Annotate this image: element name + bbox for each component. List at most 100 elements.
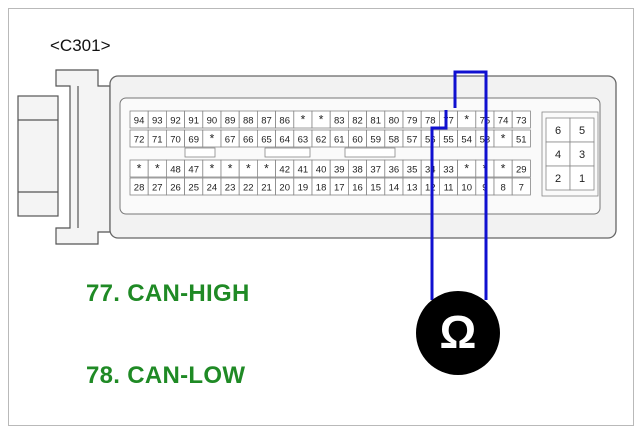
pin-label: 61 <box>334 135 345 146</box>
pin-label: 10 <box>461 183 472 194</box>
pin-label: 28 <box>134 183 145 194</box>
pin-label: * <box>464 162 469 176</box>
pin-label: 23 <box>225 183 236 194</box>
pin-label: 2 <box>555 173 561 185</box>
pin-label: 92 <box>170 116 181 127</box>
pin-cell <box>569 165 595 191</box>
connector-label: <C301> <box>50 36 111 55</box>
ohm-symbol: Ω <box>440 306 477 358</box>
pin-label: 7 <box>519 183 524 194</box>
pin-label: 65 <box>261 135 272 146</box>
pin-label: 13 <box>407 183 418 194</box>
pin-label: 87 <box>261 116 272 127</box>
pin-label: 80 <box>389 116 400 127</box>
pin-label: * <box>501 162 506 176</box>
pin-label: * <box>501 132 506 146</box>
pin-label: 3 <box>579 149 585 161</box>
pin-label: 40 <box>316 165 327 176</box>
pin-cell <box>569 141 595 167</box>
legend-can-low: 78. CAN-LOW <box>86 362 246 389</box>
pin-label: 26 <box>170 183 181 194</box>
ohmmeter-icon: Ω <box>416 291 500 375</box>
pin-label: 24 <box>207 183 218 194</box>
pin-label: 51 <box>516 135 527 146</box>
pin-label: 55 <box>443 135 454 146</box>
pin-label: 16 <box>352 183 363 194</box>
pin-label: * <box>264 162 269 176</box>
pin-label: 66 <box>243 135 254 146</box>
pin-label: 12 <box>425 183 436 194</box>
pin-label: 56 <box>425 135 436 146</box>
pin-label: 34 <box>425 165 436 176</box>
pin-label: 42 <box>279 165 290 176</box>
pin-label: 29 <box>516 165 527 176</box>
pin-label: 81 <box>370 116 381 127</box>
key-slot <box>184 147 216 158</box>
pin-label: * <box>464 113 469 127</box>
legend-can-high: 77. CAN-HIGH <box>86 280 250 307</box>
pin-label: 14 <box>389 183 400 194</box>
pin-cell <box>511 177 531 196</box>
pin-cell <box>511 129 531 148</box>
pin-label: 33 <box>443 165 454 176</box>
pin-label: 90 <box>207 116 218 127</box>
pin-label: 74 <box>498 116 509 127</box>
pin-label: 27 <box>152 183 163 194</box>
pin-label: 58 <box>389 135 400 146</box>
pin-label: 47 <box>188 165 199 176</box>
pin-label: 36 <box>389 165 400 176</box>
pin-label: 38 <box>352 165 363 176</box>
pin-label: 73 <box>516 116 527 127</box>
pin-label: 60 <box>352 135 363 146</box>
pin-label: 82 <box>352 116 363 127</box>
pin-label: 88 <box>243 116 254 127</box>
pin-label: 62 <box>316 135 327 146</box>
pin-label: 25 <box>188 183 199 194</box>
pin-label: 48 <box>170 165 181 176</box>
probe-wire-can-low <box>430 110 448 300</box>
pin-label: 67 <box>225 135 236 146</box>
pin-label: 18 <box>316 183 327 194</box>
pin-label: 59 <box>370 135 381 146</box>
pin-label: 86 <box>279 116 290 127</box>
pin-label: 71 <box>152 135 163 146</box>
pin-label: 5 <box>579 125 585 137</box>
pin-label: 17 <box>334 183 345 194</box>
pin-label: 22 <box>243 183 254 194</box>
pin-label: 72 <box>134 135 145 146</box>
pin-label: * <box>210 162 215 176</box>
pin-label: 6 <box>555 125 561 137</box>
pin-label: 70 <box>170 135 181 146</box>
pin-label: 4 <box>555 149 561 161</box>
pin-label: * <box>137 162 142 176</box>
pin-label: 11 <box>444 183 454 194</box>
pin-label: 21 <box>261 183 272 194</box>
pin-label: 89 <box>225 116 236 127</box>
pin-label: 57 <box>407 135 418 146</box>
pin-label: 35 <box>407 165 418 176</box>
pin-cell <box>545 117 571 143</box>
probe-wire-can-high <box>453 70 488 300</box>
pin-label: * <box>301 113 306 127</box>
pin-label: 20 <box>279 183 290 194</box>
pin-label: * <box>246 162 251 176</box>
pin-label: 54 <box>461 135 472 146</box>
pin-label: 63 <box>298 135 309 146</box>
pin-label: 78 <box>425 116 436 127</box>
pin-label: 15 <box>370 183 381 194</box>
pin-label: 91 <box>188 116 199 127</box>
pin-label: 8 <box>500 183 505 194</box>
pin-label: 37 <box>370 165 381 176</box>
pin-label: * <box>228 162 233 176</box>
pin-block-right: 6 5 4 3 2 1 <box>541 111 599 197</box>
pin-label: 69 <box>188 135 199 146</box>
pin-label: 1 <box>579 173 585 185</box>
pin-label: * <box>319 113 324 127</box>
pin-label: * <box>210 132 215 146</box>
key-slot <box>344 147 396 158</box>
pin-label: 39 <box>334 165 345 176</box>
pin-label: 19 <box>298 183 309 194</box>
pin-cell <box>569 117 595 143</box>
